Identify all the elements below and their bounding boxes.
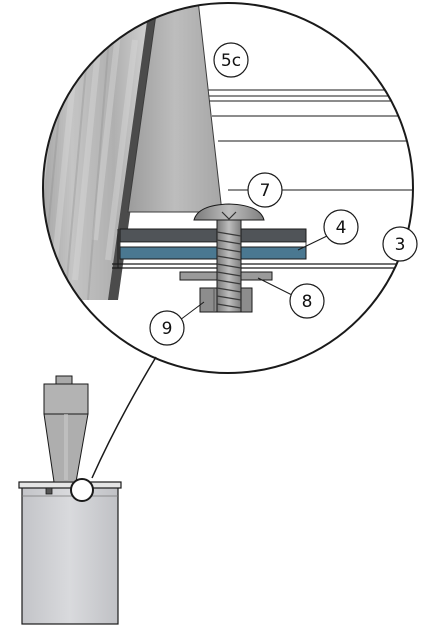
callout-5c-label: 5c <box>221 51 241 71</box>
callout-9: 9 <box>149 301 205 346</box>
callout-3-label: 3 <box>395 235 406 255</box>
callout-8-label: 8 <box>302 292 313 312</box>
callout-5c: 5c <box>213 42 249 78</box>
detail-locator-circle <box>70 478 94 502</box>
drum-icon <box>18 481 122 625</box>
detail-leader-line <box>91 356 157 479</box>
callout-7-label: 7 <box>260 181 271 201</box>
bolt-7 <box>193 203 265 313</box>
cyclone-separator-icon <box>43 375 89 495</box>
lid-lines <box>205 89 413 191</box>
callout-7: 7 <box>243 172 283 208</box>
callout-9-label: 9 <box>162 319 173 339</box>
clamp-stack <box>112 228 413 269</box>
callout-8: 8 <box>257 277 325 319</box>
magnifier-circle-icon <box>42 2 414 374</box>
callout-3: 3 <box>382 226 418 262</box>
callout-4: 4 <box>297 209 359 251</box>
callout-4-label: 4 <box>336 218 347 238</box>
